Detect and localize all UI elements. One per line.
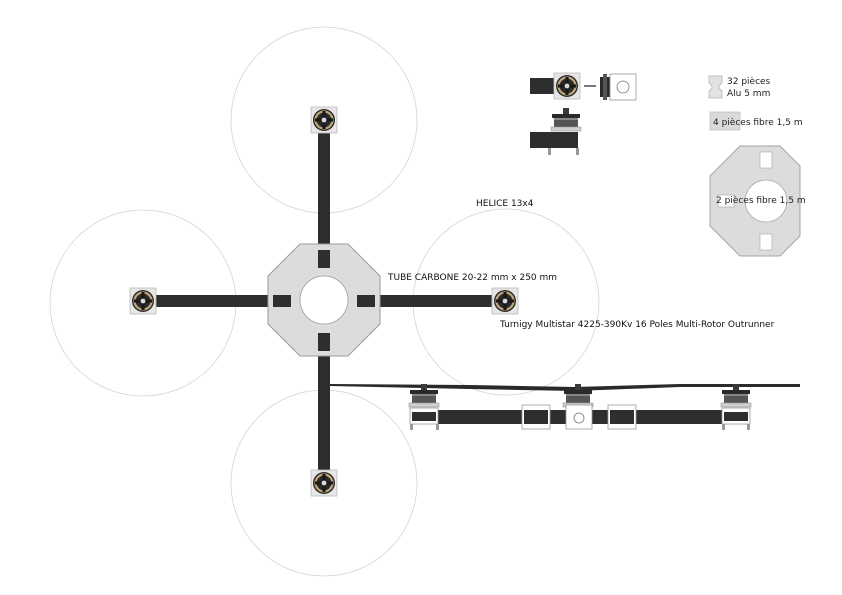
arm-right [380,295,498,307]
motor-icon-left [128,286,158,316]
center-plate [267,243,381,357]
motor-icon-top [309,105,339,135]
fibre-plate-small-icon [709,111,741,131]
label-fibre-2: 2 pièces fibre 1,5 m [716,195,806,206]
label-alu-count: 32 pièces [727,76,771,87]
label-fibre-4: 4 pièces fibre 1,5 m [713,117,803,128]
motor-icon-bottom [309,468,339,498]
motor-icon-right [490,286,520,316]
motor-icon-detail [552,71,582,101]
arm-left [150,295,268,307]
label-alu-material: Alu 5 mm [727,89,770,99]
label-helice: HELICE 13x4 [476,199,534,209]
carbon-arms [150,130,498,476]
parts-list [708,75,801,257]
label-tube: TUBE CARBONE 20-22 mm x 250 mm [387,273,557,283]
label-motor: Turnigy Multistar 4225-390Kv 16 Poles Mu… [499,320,775,330]
fibre-plate-large [709,145,801,257]
arm-bottom [318,356,330,476]
detail-views [530,71,637,155]
side-view [330,383,800,430]
alu-part-icon [708,75,723,99]
labels: HELICE 13x4 TUBE CARBONE 20-22 mm x 250 … [387,76,806,330]
arm-top [318,130,330,250]
